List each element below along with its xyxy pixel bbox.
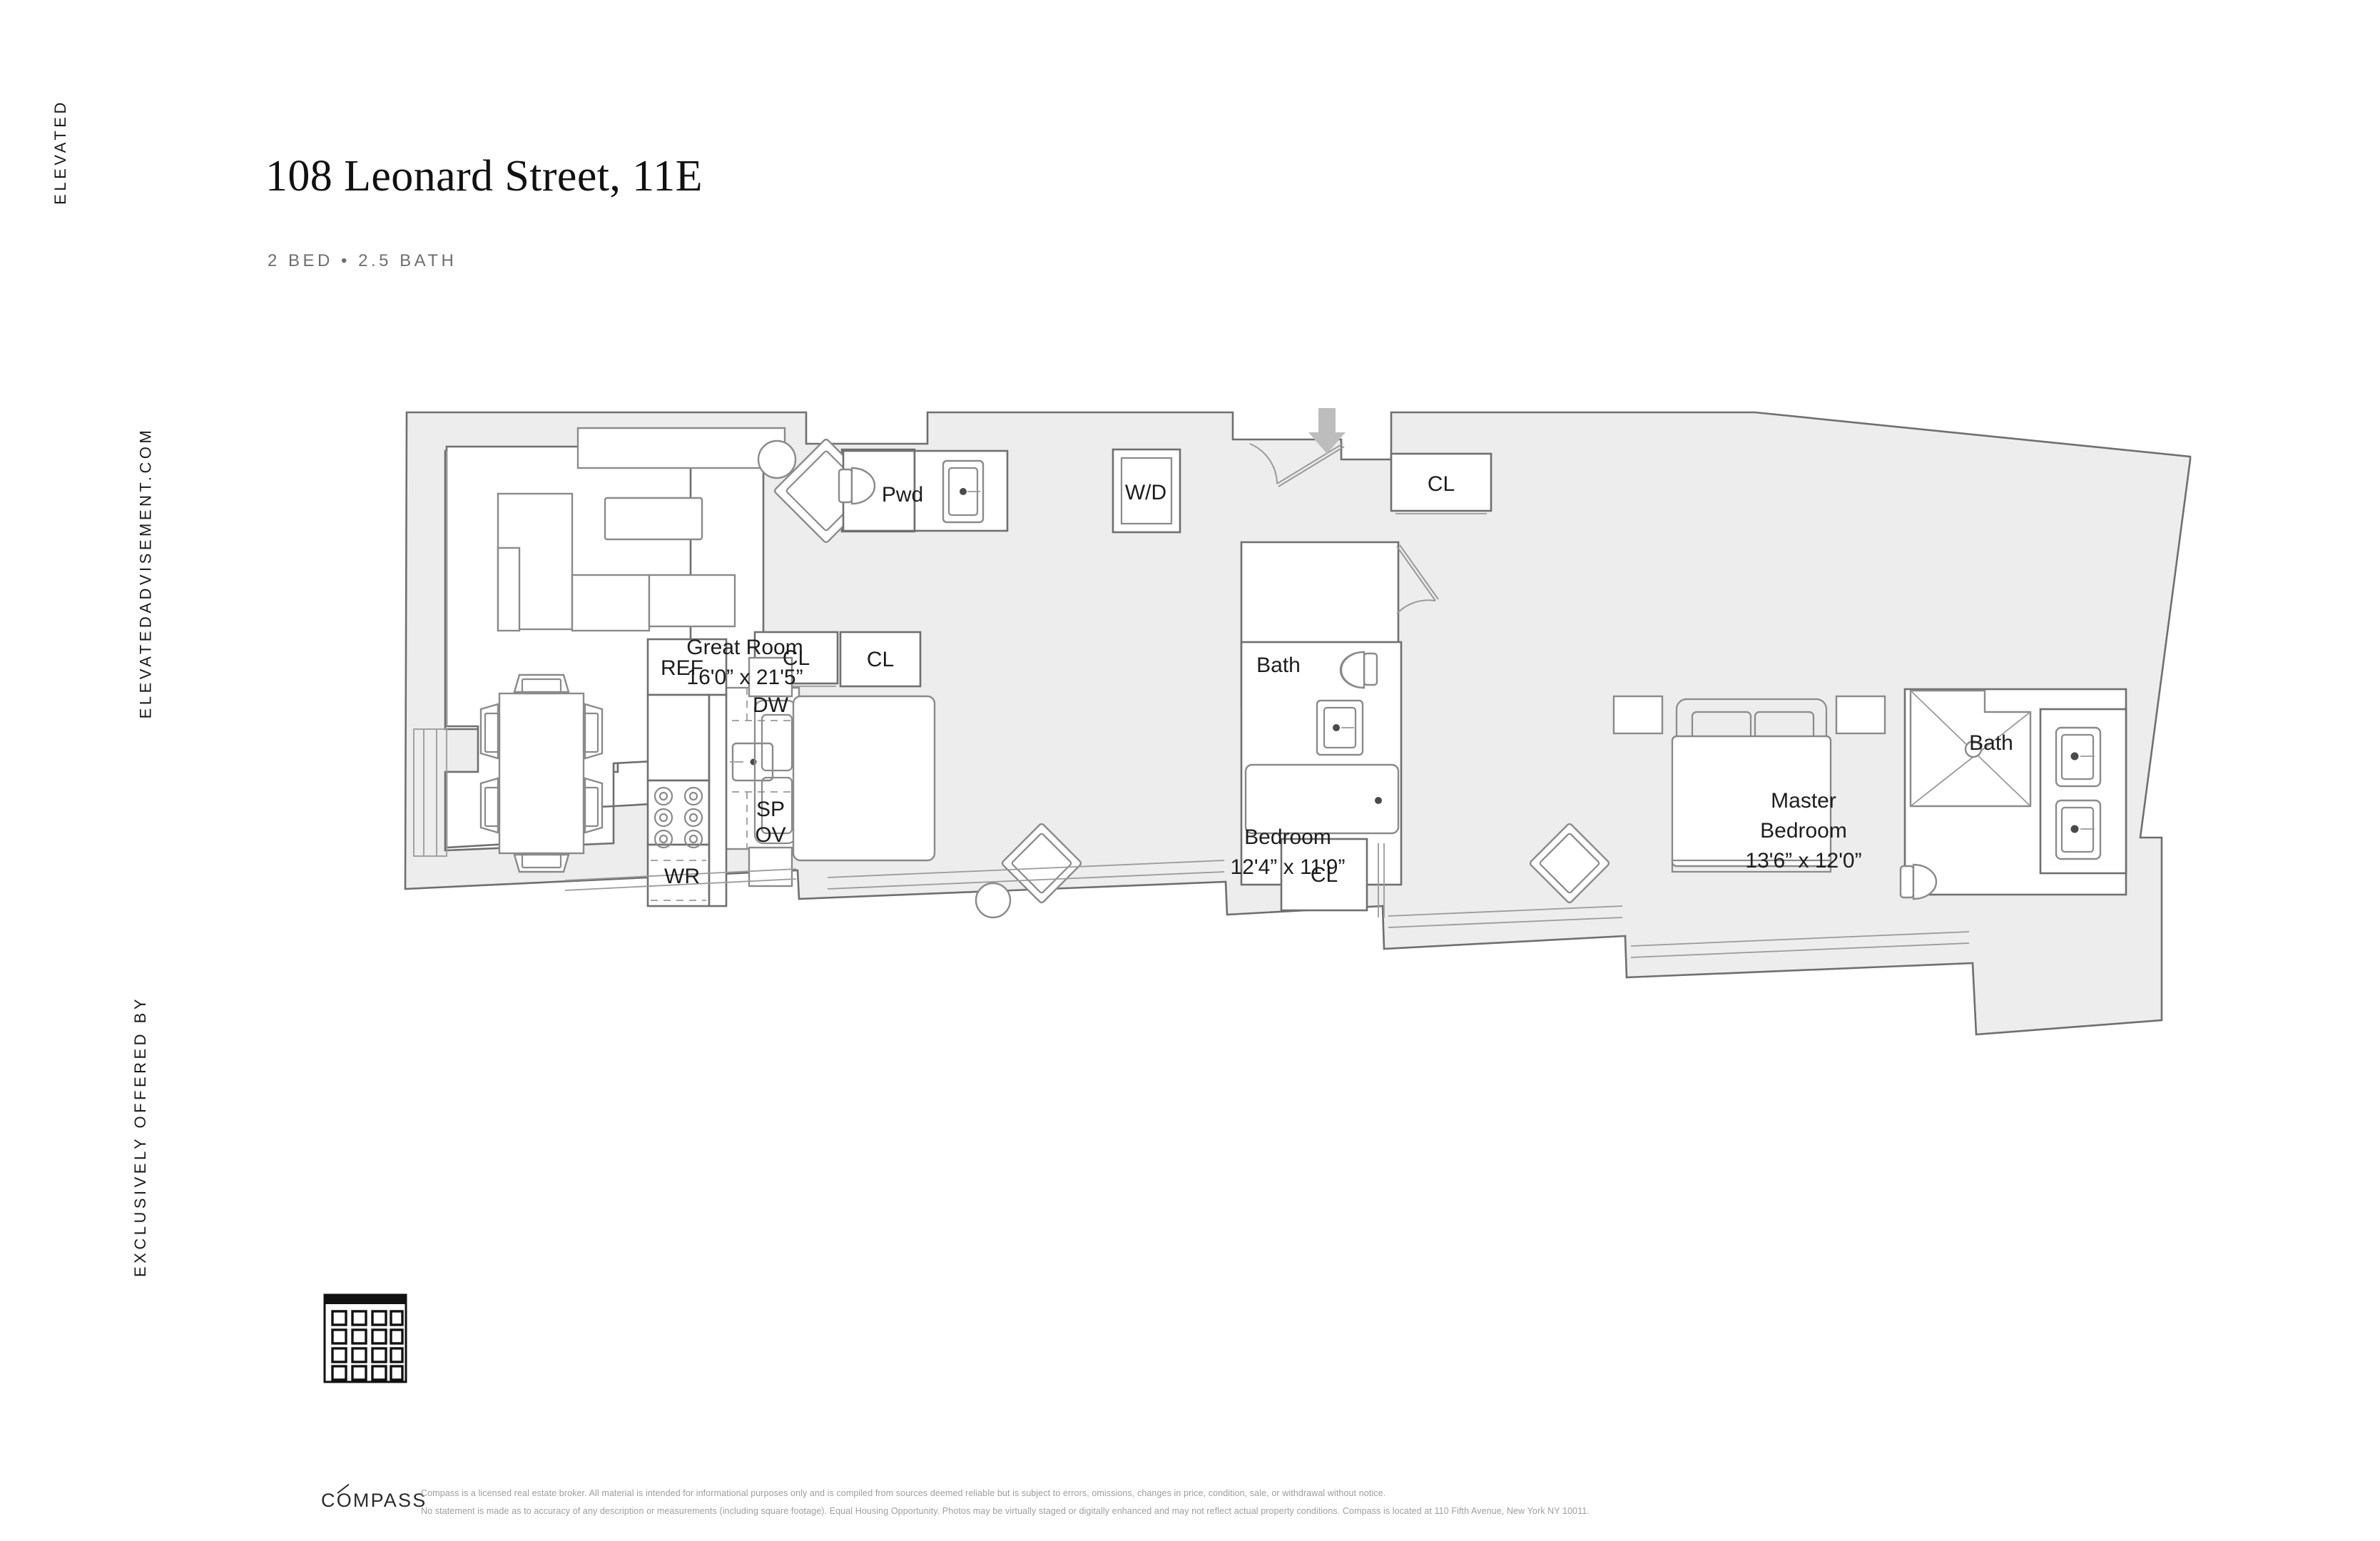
console-table [576,427,786,469]
compass-logo-pre: C [321,1490,337,1511]
windows-south-wall [564,860,1970,958]
bed-secondary [748,656,936,888]
master-vanity [2039,708,2127,875]
master-nightstand-left [1612,695,1664,735]
master-mattress [1671,735,1832,868]
hall-door [1396,544,1439,614]
label-closet-entry: CL [1428,472,1455,496]
entry-arrow [1308,408,1346,454]
bath-master [1899,688,2127,900]
dining-chair-top [513,673,570,695]
rail-offered-by-text: EXCLUSIVELY OFFERED BY [131,995,150,1278]
bedroom-armchair [1001,823,1082,904]
powder-sink [942,459,985,524]
label-bedroom-dimensions: 12'4” x 11'9” [1231,855,1346,879]
label-closet-bedroom-1: CL [783,646,810,670]
dining-set [479,673,604,873]
rail-offered-by-label: EXCLUSIVELY OFFERED BY [0,996,149,1277]
label-great-room-dimensions: 16'0” x 21'5” [686,666,803,689]
label-closet-hall: CL [1311,863,1338,887]
bath2-toilet [1339,651,1378,689]
label-master-bedroom-dimensions: 13'6” x 12'0” [1745,849,1861,873]
cooktop-burners [654,786,703,849]
dining-chair-right-2 [582,777,604,834]
bath2-sink [1316,699,1364,756]
label-closet-bedroom-2: CL [867,648,894,671]
counter-edge [708,693,728,907]
building-logo [322,1293,408,1384]
label-bedroom-name: Bedroom [1244,825,1331,849]
entry-door [1249,443,1345,487]
closet-entry-floor [1390,452,1492,512]
compass-logo-o: O [336,1490,353,1511]
dining-chair-right-1 [582,703,604,760]
label-great-room-name: Great Room [686,636,803,659]
dining-chair-left-1 [479,703,501,760]
closet-hall-box [1280,838,1385,917]
label-dishwasher: DW [753,693,789,717]
bath2-tub [1244,763,1400,835]
washer-dryer-unit [1112,448,1181,534]
disclaimer-line-2: No statement is made as to accuracy of a… [421,1506,1590,1516]
rail-brand-text: ELEVATED [51,99,69,205]
nightstand-top [748,656,793,698]
disclaimer-line-1: Compass is a licensed real estate broker… [421,1488,1386,1498]
rail-website-text: ELEVATEDADVISEMENT.COM [136,427,155,719]
master-bed-foot [1671,859,1832,873]
label-wine-refrigerator: WR [664,865,700,888]
sofa-chaise [497,546,521,632]
closet-hall-floor [1280,838,1368,912]
counter-run [646,693,711,782]
floorplan-text-labels: Great Room 16'0” x 21'5” Bedroom 12'4” x… [661,472,2013,888]
master-shower [1909,689,2032,808]
coffee-table [604,497,703,541]
label-powder-room: Pwd [882,483,923,507]
bed-mattress [792,695,936,862]
island-sink-drain [750,758,757,766]
floorplan-drawing: .wall { fill: #ededed; stroke: #6f6f6f; … [400,407,2197,1141]
closet-bedroom-2-box [839,631,922,688]
wd-closet [1112,448,1181,534]
page-subtitle-bed-bath: 2 BED • 2.5 BATH [268,251,457,270]
label-bath-secondary: Bath [1256,653,1301,677]
label-refrigerator: REF [661,656,703,680]
powder-room [838,449,1009,532]
master-toilet [1899,863,1938,900]
master-bedroom [1529,695,1886,904]
range-box [646,779,711,846]
footer: COMPASS Compass is a licensed real estat… [0,1475,2380,1541]
rail-brand-label: ELEVATED [0,99,121,205]
compass-logo: COMPASS [321,1490,427,1512]
dining-table [498,692,585,855]
label-master-bedroom-name-line-1: Master [1771,789,1836,813]
sofa-seat-2 [648,574,736,628]
window-left-wall [413,728,447,857]
side-table-round [757,439,797,479]
closet-entry-box [1390,452,1492,514]
master-armchair [1529,823,1610,904]
sofa-seat-1 [571,574,651,632]
label-speed-oven: SP [756,798,785,821]
master-nightstand-right [1835,695,1886,735]
dining-chair-bottom [513,852,570,873]
powder-toilet [838,467,876,505]
label-bath-master: Bath [1969,731,2013,755]
rail-website-label: ELEVATEDADVISEMENT.COM [0,427,154,719]
refrigerator-box [646,638,728,696]
label-oven: OV [755,823,785,847]
dining-chair-left-2 [479,777,501,834]
page-title: 108 Leonard Street, 11E [265,152,703,200]
bedroom-side-table [975,882,1012,919]
label-washer-dryer: W/D [1125,481,1166,504]
compass-logo-post: MPASS [352,1490,427,1511]
bedroom [748,631,1082,919]
wd-appliance [1120,457,1173,525]
label-master-bedroom-name-line-2: Bedroom [1760,819,1847,843]
